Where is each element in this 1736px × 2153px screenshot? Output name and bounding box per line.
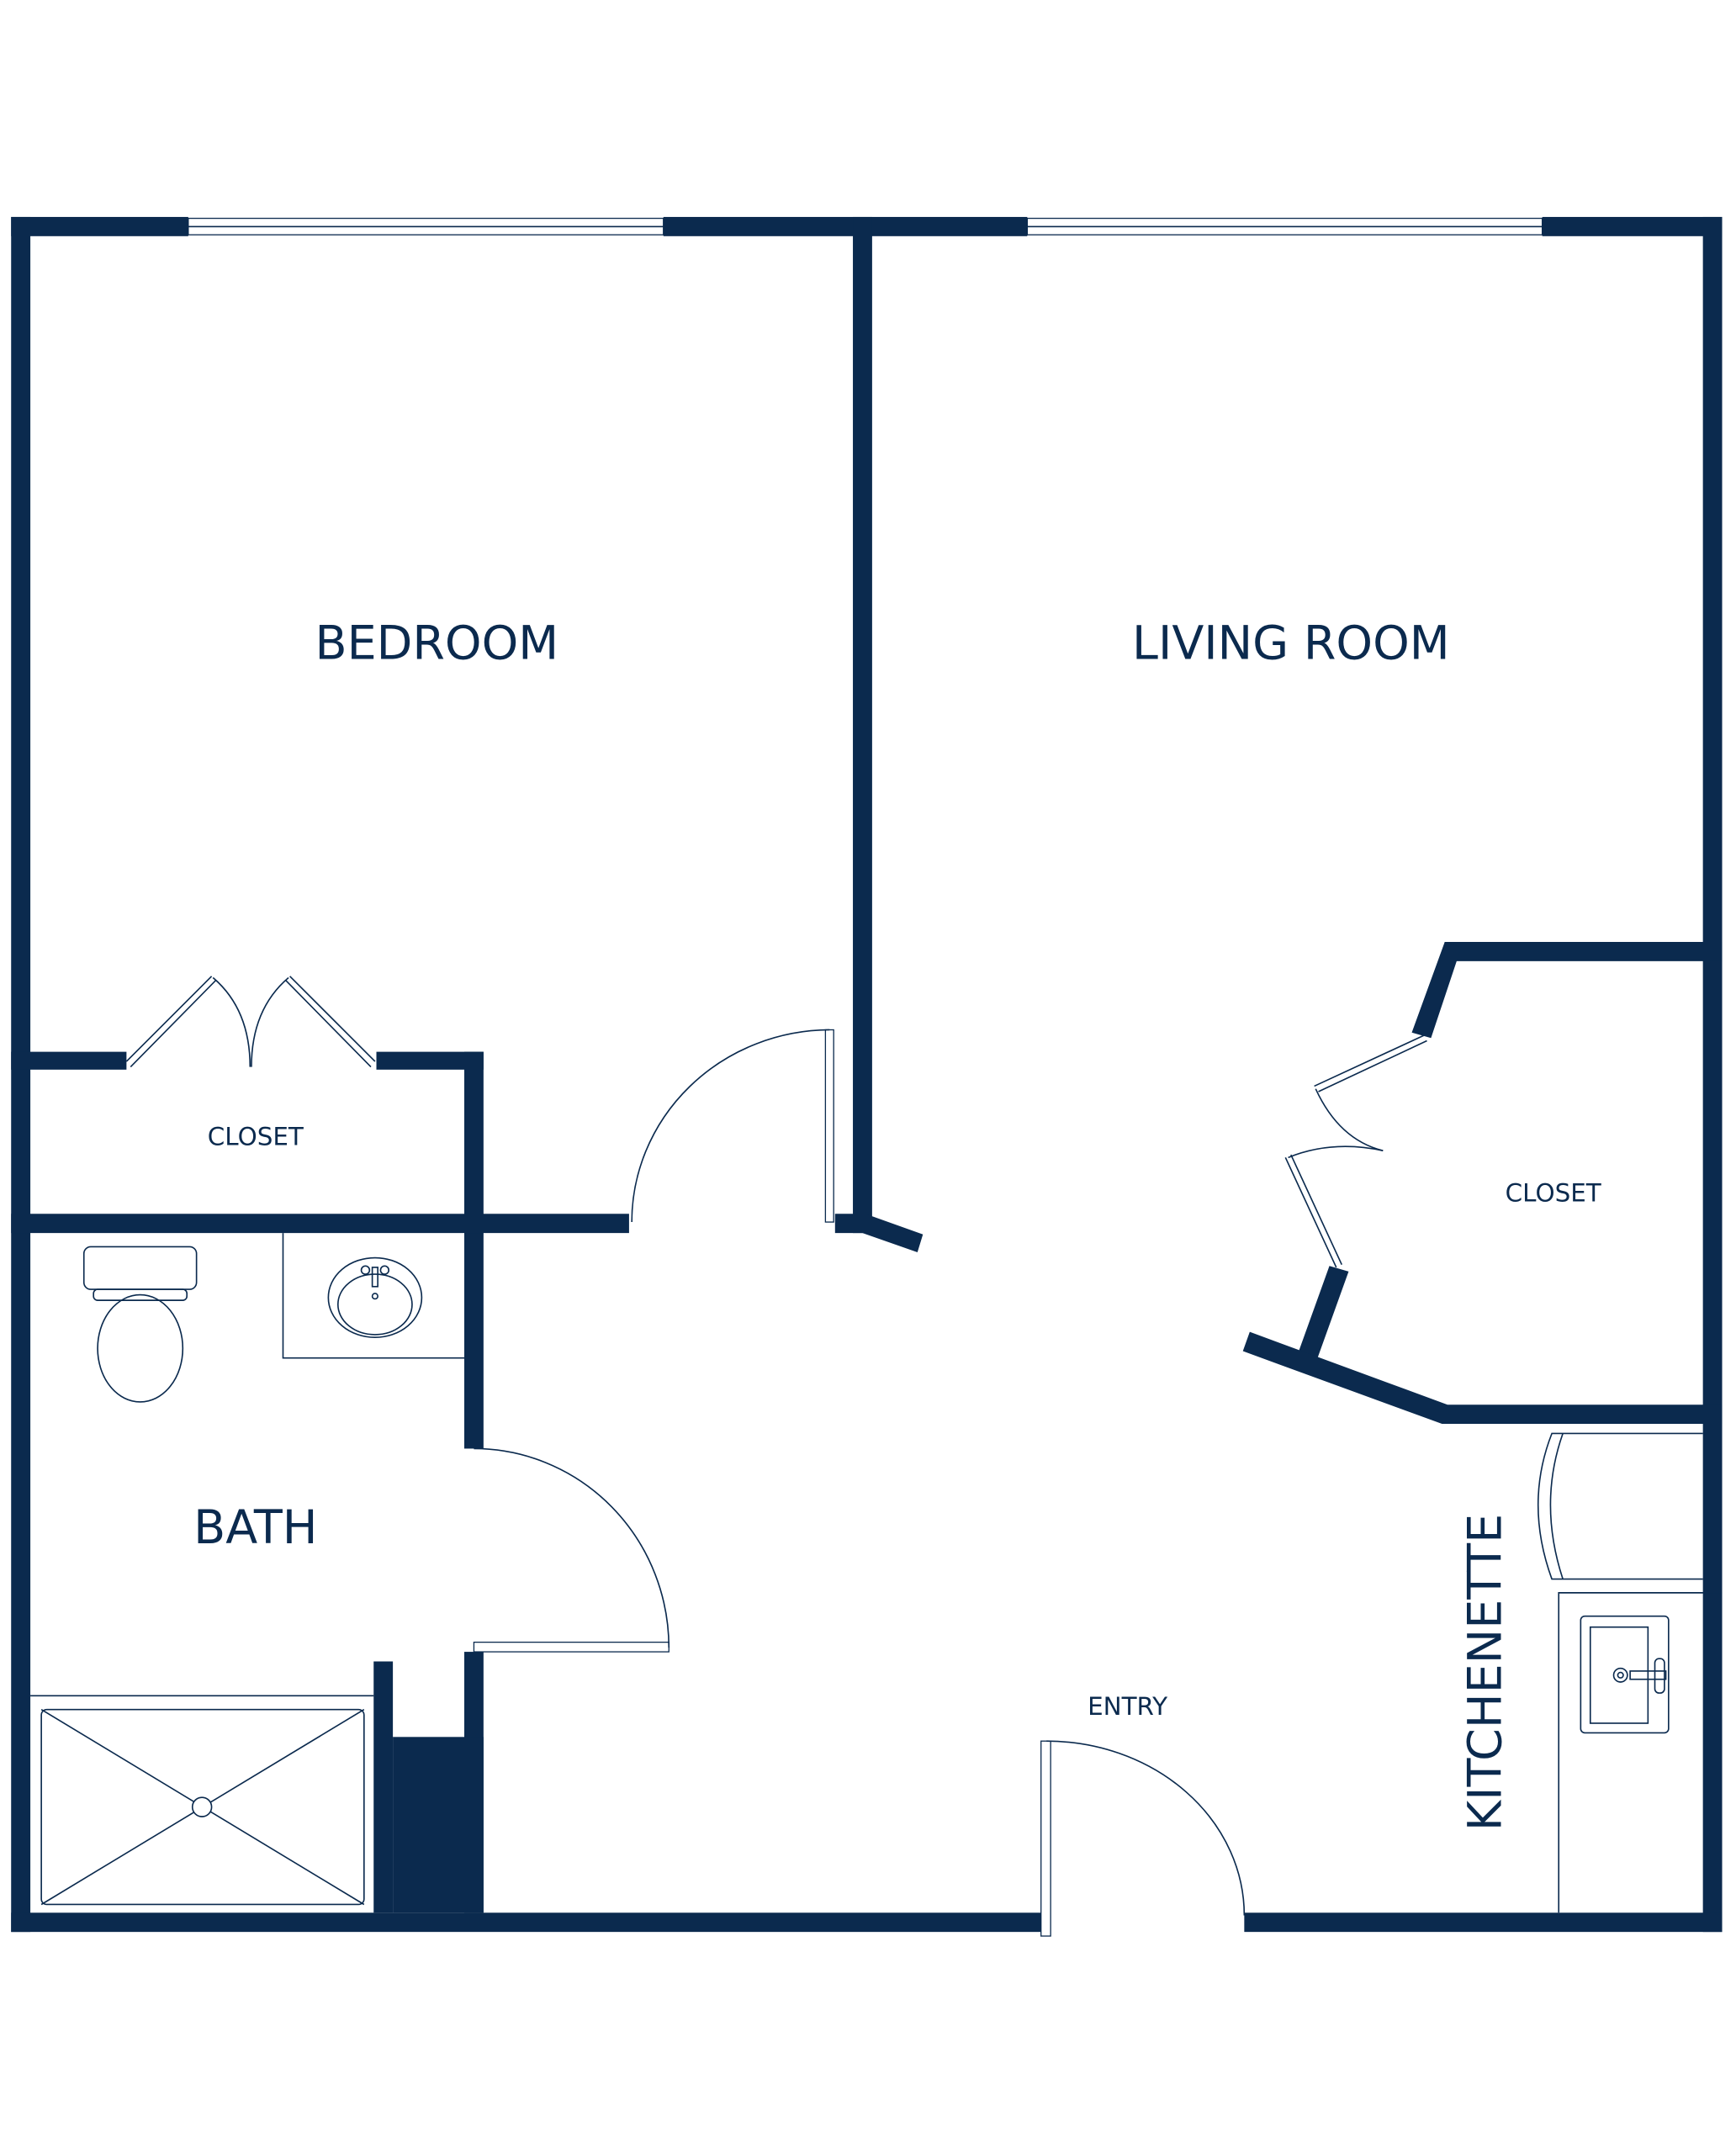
bath-door xyxy=(473,1447,670,1653)
entry-door[interactable] xyxy=(1040,1740,1246,1937)
bedroom-label: BEDROOM xyxy=(315,616,558,671)
entry-label: ENTRY xyxy=(1088,1692,1167,1721)
interior-walls xyxy=(11,216,1723,1913)
exterior-walls xyxy=(11,216,1723,1933)
bedroom-closet-doors xyxy=(125,976,376,1068)
kitchen-counter xyxy=(1558,1592,1723,1913)
living-room-label: LIVING ROOM xyxy=(1132,616,1450,671)
bedroom-closet-label: CLOSET xyxy=(208,1123,304,1151)
windows xyxy=(188,217,1543,235)
living-closet-doors xyxy=(1284,1034,1427,1268)
shower-drain-icon xyxy=(191,1796,213,1817)
bedroom-door xyxy=(631,1029,834,1223)
kitchenette-label: KITCHENETTE xyxy=(1458,1514,1513,1831)
bath-label: BATH xyxy=(193,1500,317,1555)
living-closet-label: CLOSET xyxy=(1506,1179,1602,1208)
refrigerator xyxy=(1537,1432,1703,1580)
bath-vanity xyxy=(282,1233,465,1359)
shower xyxy=(30,1695,374,1906)
toilet xyxy=(82,1246,198,1403)
